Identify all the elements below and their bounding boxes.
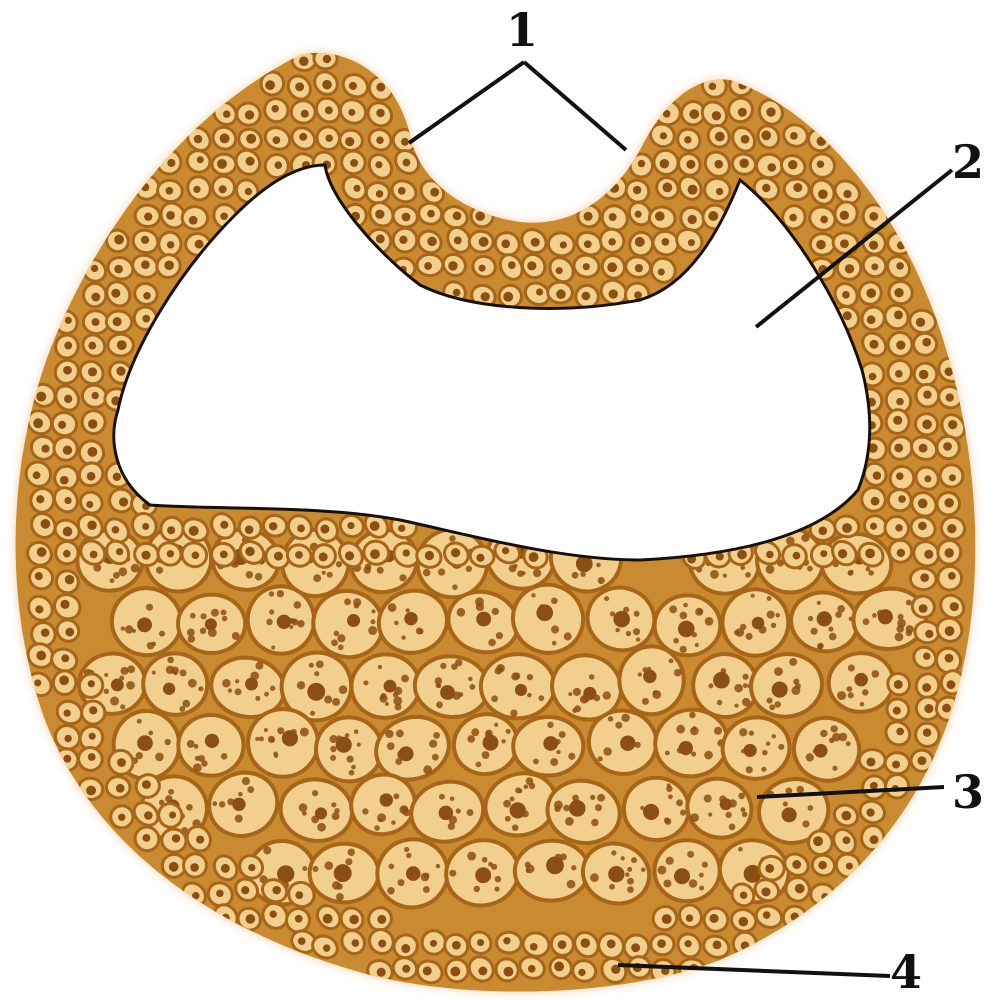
small-cell [910,568,936,590]
small-cell [105,775,131,799]
large-cell [310,844,379,903]
large-cell [480,654,555,719]
leader-1a [409,62,524,143]
small-cell [236,102,261,126]
large-cell [247,708,319,778]
small-cell [108,334,134,356]
small-cell [417,254,443,275]
large-cell [513,717,583,776]
large-cell [514,840,590,902]
large-cell [178,595,245,653]
large-cell [619,646,684,715]
small-cell [651,933,675,955]
small-cell [106,310,133,333]
callout-2: 2 [952,135,984,189]
callout-3: 3 [952,765,984,819]
small-cell [784,178,810,200]
small-cell [810,883,835,906]
small-cell [468,230,494,253]
small-cell [182,206,209,230]
small-cell [704,178,731,203]
small-cell [53,670,77,695]
small-cell [578,205,601,227]
small-cell [158,232,181,257]
small-cell [212,154,236,175]
large-cell [178,714,244,776]
small-cell [314,48,337,69]
small-cell [910,749,934,772]
small-cell [859,750,885,771]
large-cell [622,776,690,842]
small-cell [311,543,337,569]
small-cell [496,932,521,953]
small-cell [939,463,965,488]
small-cell [134,204,160,227]
small-cell [290,100,316,124]
small-cell [887,232,913,255]
small-cell [810,233,835,255]
small-cell [755,153,783,179]
callout-1: 1 [506,3,538,57]
small-cell [366,182,390,203]
callout-4: 4 [890,945,922,999]
leader-1b [524,62,626,150]
small-cell [547,282,573,304]
small-cell [860,825,885,851]
large-cell [654,595,720,655]
small-cell [160,516,184,541]
small-cell [83,283,107,308]
large-cell [654,840,720,902]
small-cell [55,749,78,771]
small-cell [913,333,937,356]
small-cell [885,752,910,774]
small-cell [421,929,447,955]
